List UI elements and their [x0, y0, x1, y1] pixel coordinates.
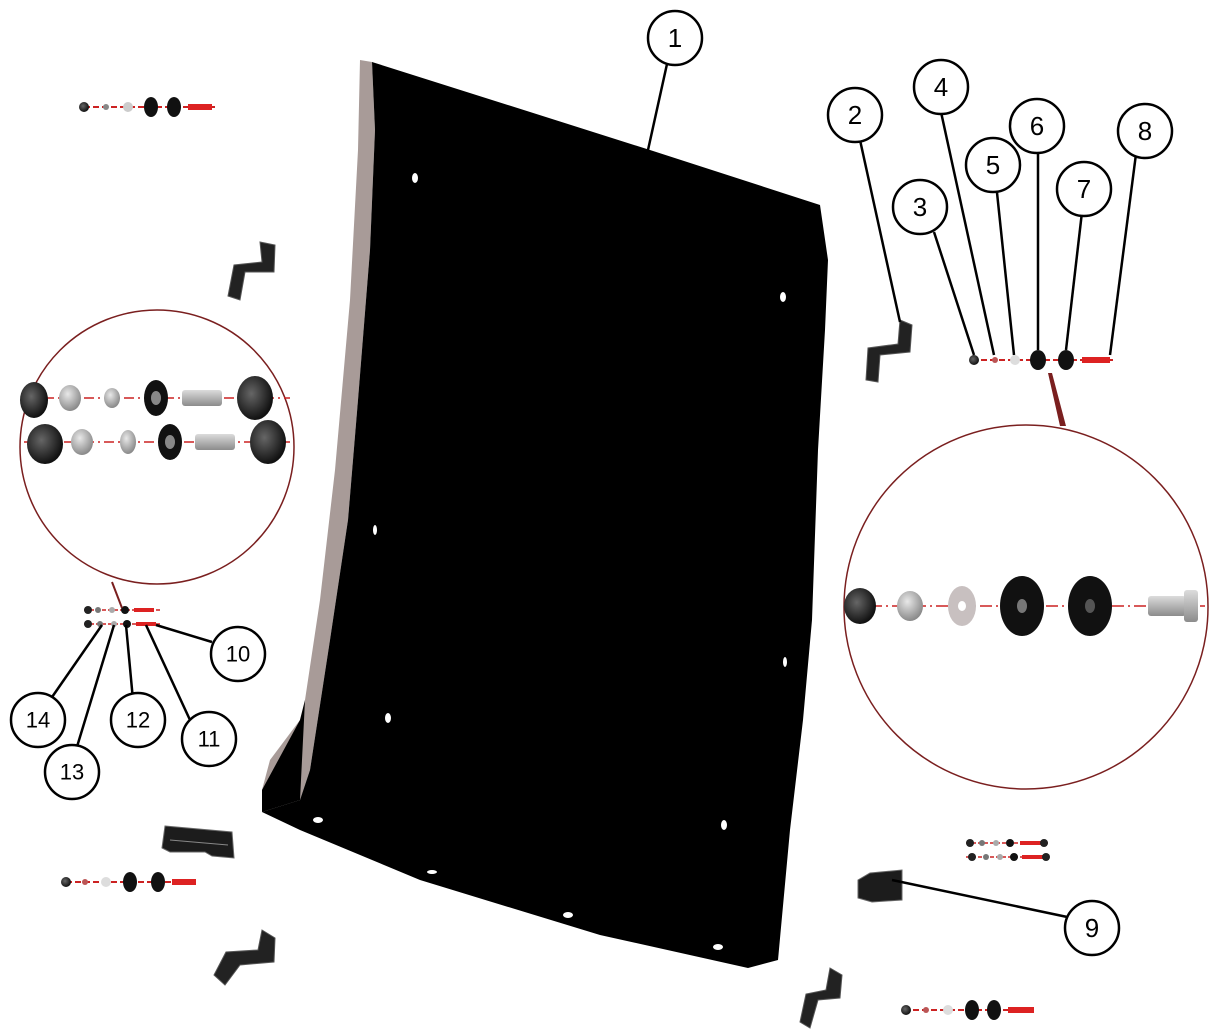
callout-6-label: 6	[1030, 111, 1044, 141]
detail-circle-left	[19, 309, 295, 609]
callout-11-label: 11	[198, 727, 221, 752]
callout-10: 10	[209, 625, 267, 683]
hardware-stack-left-mid	[84, 606, 160, 628]
callout-5-label: 5	[986, 150, 1000, 180]
hardware-stack-left-lower	[61, 872, 196, 892]
bracket-top-left	[227, 241, 276, 301]
callout-1: 1	[646, 9, 704, 67]
callout-14: 14	[9, 691, 67, 749]
hardware-stack-top-left	[79, 97, 215, 117]
callout-13: 13	[43, 743, 101, 801]
callout-7-label: 7	[1077, 174, 1091, 204]
bracket-bottom-left	[213, 929, 276, 986]
callout-9-label: 9	[1085, 913, 1099, 943]
detail-circle-right	[843, 373, 1209, 790]
callout-2: 2	[826, 86, 884, 144]
hardware-stack-bottom-right	[901, 1000, 1034, 1020]
callout-11: 11	[180, 710, 238, 768]
callout-1-label: 1	[668, 23, 682, 53]
callout-8: 8	[1116, 102, 1174, 160]
panel-face	[262, 62, 828, 968]
bracket-bottom-right	[799, 967, 843, 1029]
callout-12: 12	[109, 691, 167, 749]
bracket-left-lower	[161, 825, 235, 859]
callout-6: 6	[1008, 97, 1066, 155]
callout-3-label: 3	[913, 192, 927, 222]
callout-2-label: 2	[848, 100, 862, 130]
hardware-stack-right-lower	[966, 839, 1050, 861]
callout-12-label: 12	[126, 708, 150, 733]
bracket-right-lower	[857, 869, 903, 903]
bracket-right	[865, 319, 913, 383]
mounting-holes	[313, 173, 787, 950]
callout-13-label: 13	[60, 760, 84, 785]
panel-bottom-flange	[262, 700, 305, 812]
hardware-stack-right	[969, 350, 1115, 370]
callout-14-label: 14	[26, 708, 50, 733]
callout-8-label: 8	[1138, 116, 1152, 146]
panel-edge-face	[262, 60, 375, 812]
callout-10-label: 10	[226, 642, 250, 667]
callout-9: 9	[1063, 899, 1121, 957]
callout-4: 4	[912, 58, 970, 116]
callout-4-label: 4	[934, 72, 948, 102]
leader-lines	[48, 63, 1138, 920]
callout-7: 7	[1055, 160, 1113, 218]
main-panel	[262, 60, 828, 968]
callout-5: 5	[964, 136, 1022, 194]
callout-3: 3	[891, 178, 949, 236]
